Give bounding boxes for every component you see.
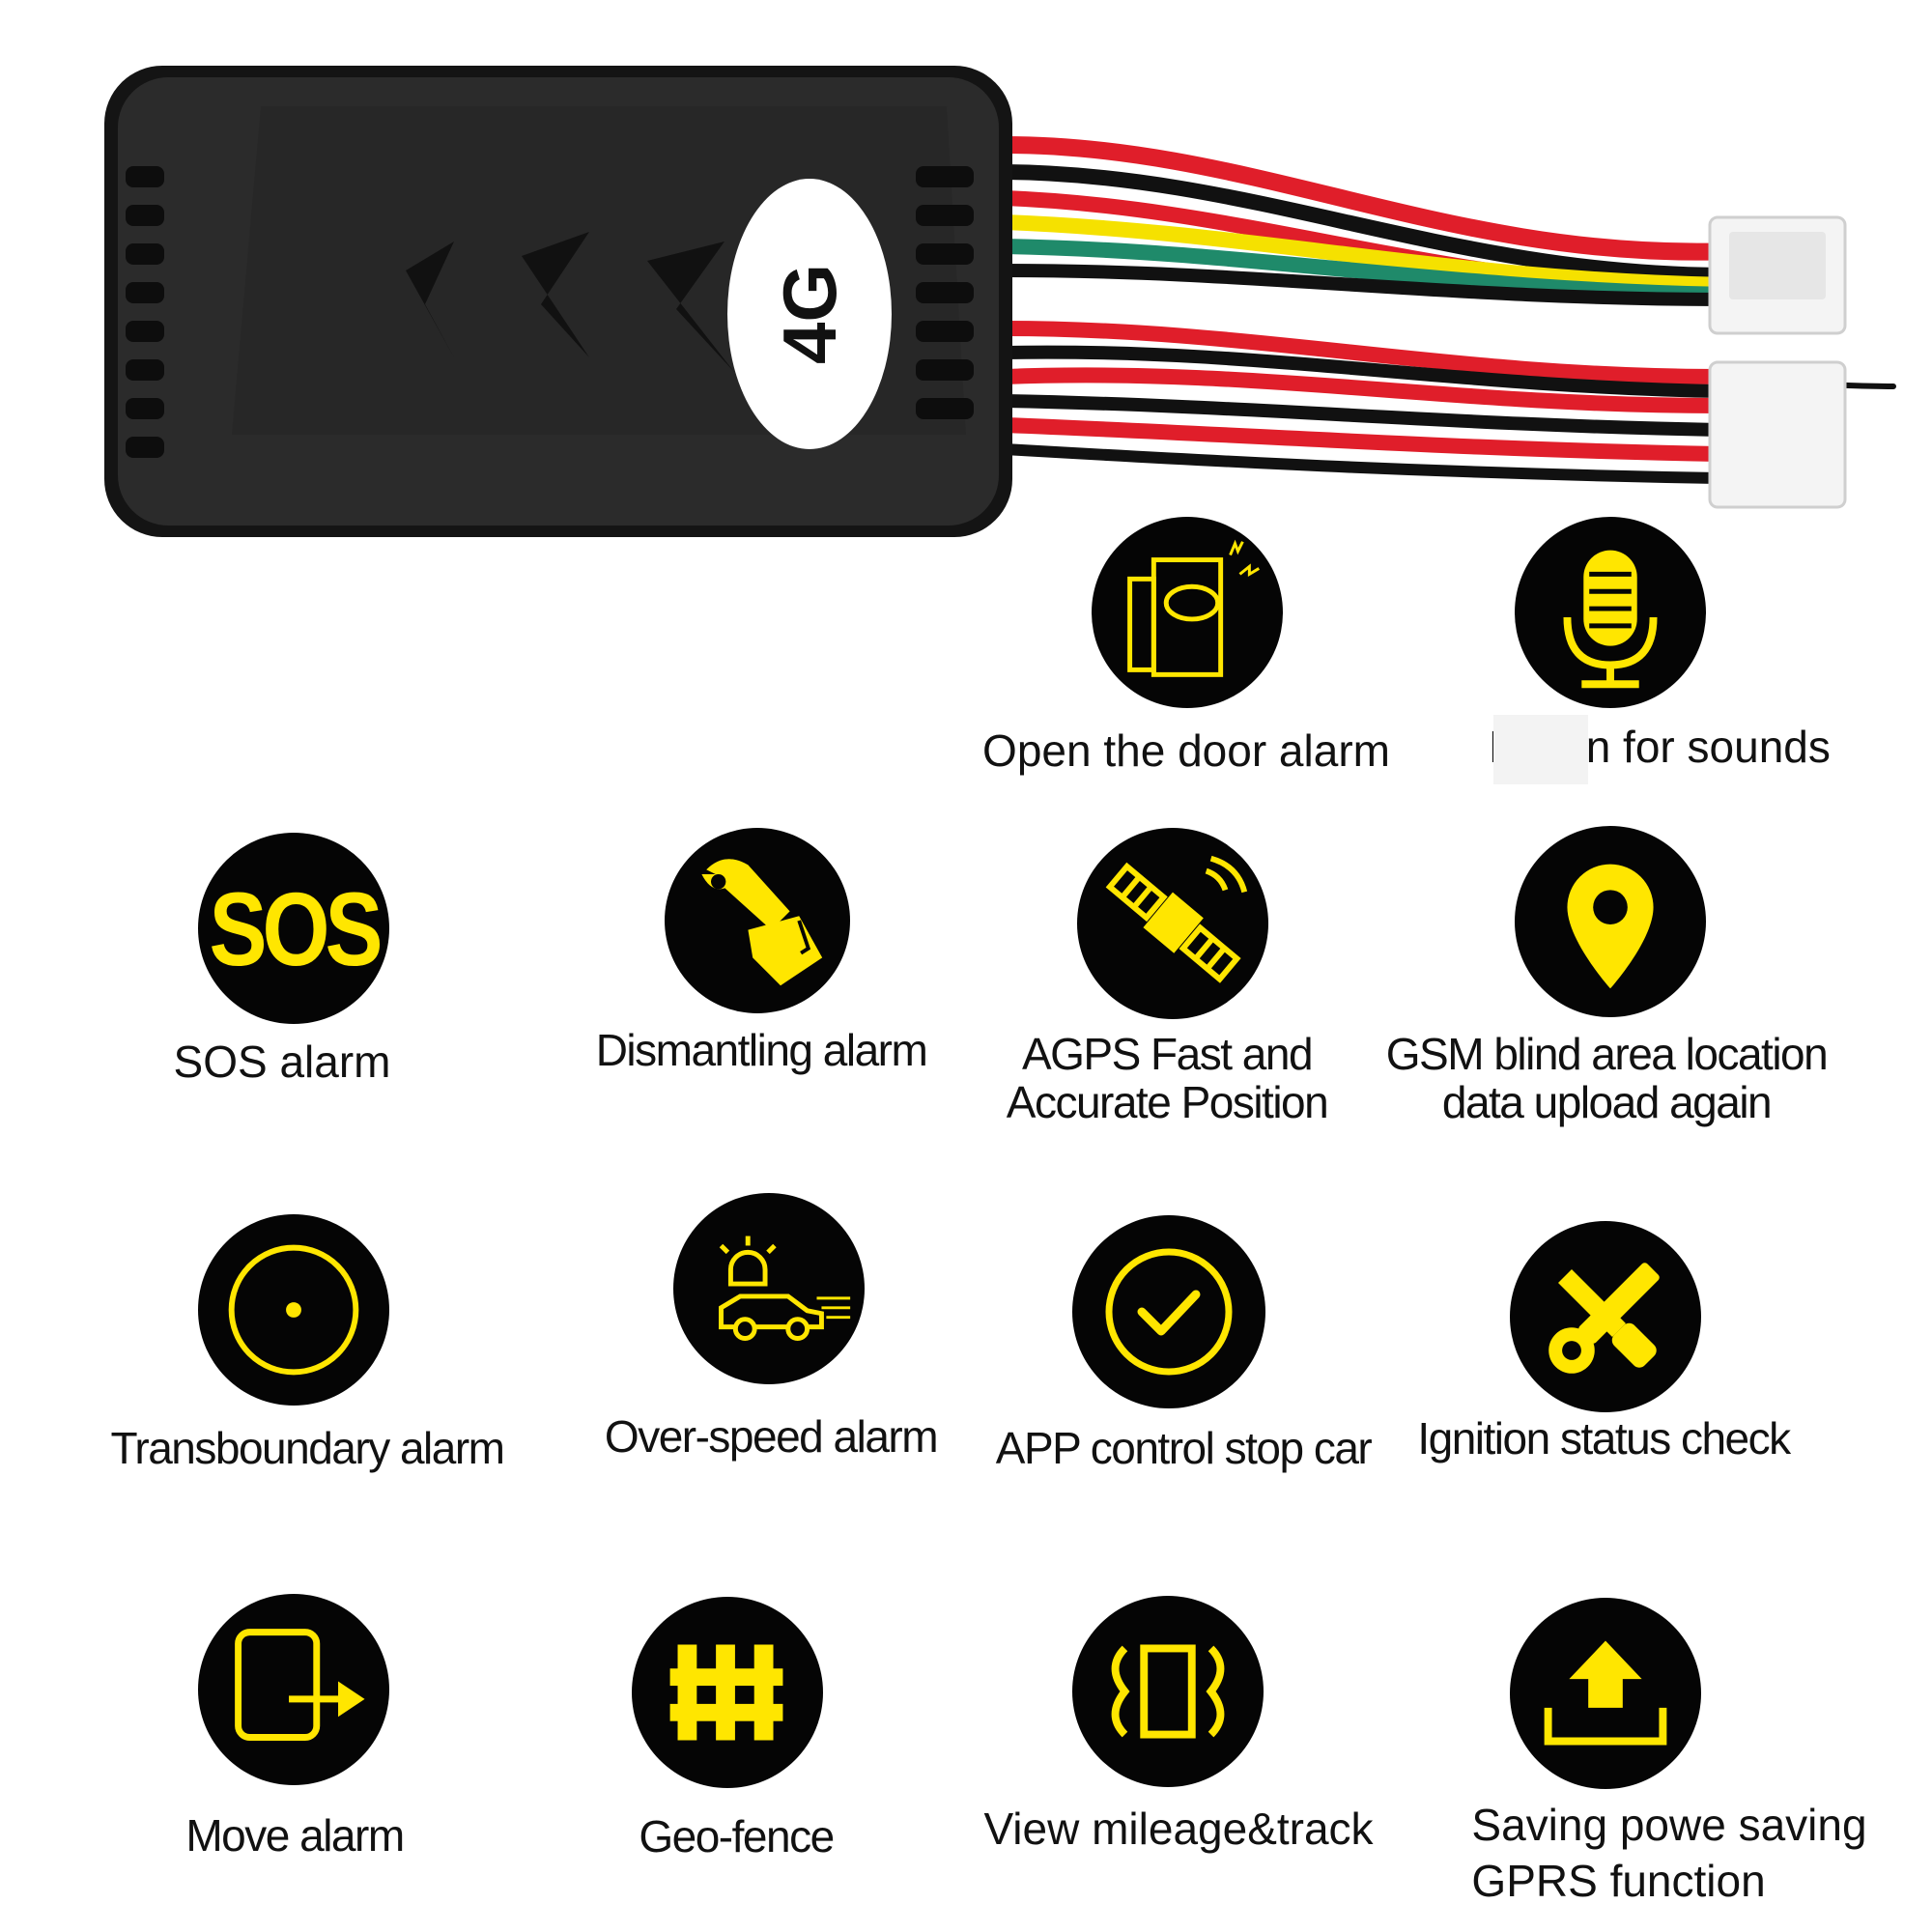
over-speed-alarm-label: Over-speed alarm (604, 1411, 939, 1462)
sos-icon-text: SOS (209, 871, 383, 988)
saving-label-line-2: GPRS function (1471, 1856, 1766, 1906)
view-mileage-track-label: View mileage&track (983, 1804, 1374, 1854)
move-arrow-icon (198, 1594, 389, 1785)
app-control-stop-car-label: APP control stop car (995, 1423, 1373, 1473)
location-pin-icon (1515, 826, 1706, 1017)
mileage-track-icon (1072, 1596, 1264, 1787)
microphone-icon (1515, 517, 1706, 708)
sos-icon: SOS (198, 833, 389, 1024)
label-occlusion-patch (1493, 715, 1588, 784)
speeding-car-icon (673, 1193, 865, 1384)
upload-tray-icon (1510, 1598, 1701, 1789)
gps-tracker-device-image: 4G (104, 66, 1896, 537)
boundary-circle-icon (198, 1214, 389, 1406)
gsm-label-line-2: data upload again (1441, 1077, 1773, 1127)
transboundary-alarm-label: Transboundary alarm (110, 1423, 506, 1473)
fence-icon (632, 1597, 823, 1788)
gsm-label: GSM blind area location data upload agai… (1385, 1029, 1829, 1127)
device-4g-badge: 4G (767, 264, 852, 364)
satellite-icon (1077, 828, 1268, 1019)
dismantling-alarm-label: Dismantling alarm (595, 1025, 928, 1075)
agps-label-line-2: Accurate Position (1006, 1077, 1329, 1127)
saving-label-line-1: Saving powe saving (1471, 1800, 1867, 1850)
saving-gprs-label: Saving powe saving GPRS function (1471, 1797, 1866, 1909)
wrench-hand-icon (665, 828, 850, 1013)
gsm-label-line-1: GSM blind area location (1385, 1029, 1829, 1079)
checkmark-circle-icon (1072, 1215, 1265, 1408)
sos-alarm-label: SOS alarm (173, 1037, 391, 1087)
door-alarm-icon (1092, 517, 1283, 708)
tools-icon (1510, 1221, 1701, 1412)
door-alarm-label: Open the door alarm (982, 725, 1390, 776)
geo-fence-label: Geo-fence (639, 1811, 835, 1861)
ignition-status-check-label: Ignition status check (1417, 1413, 1791, 1463)
agps-label: AGPS Fast and Accurate Position (1006, 1029, 1329, 1127)
move-alarm-label: Move alarm (185, 1810, 405, 1861)
agps-label-line-1: AGPS Fast and (1021, 1029, 1314, 1079)
